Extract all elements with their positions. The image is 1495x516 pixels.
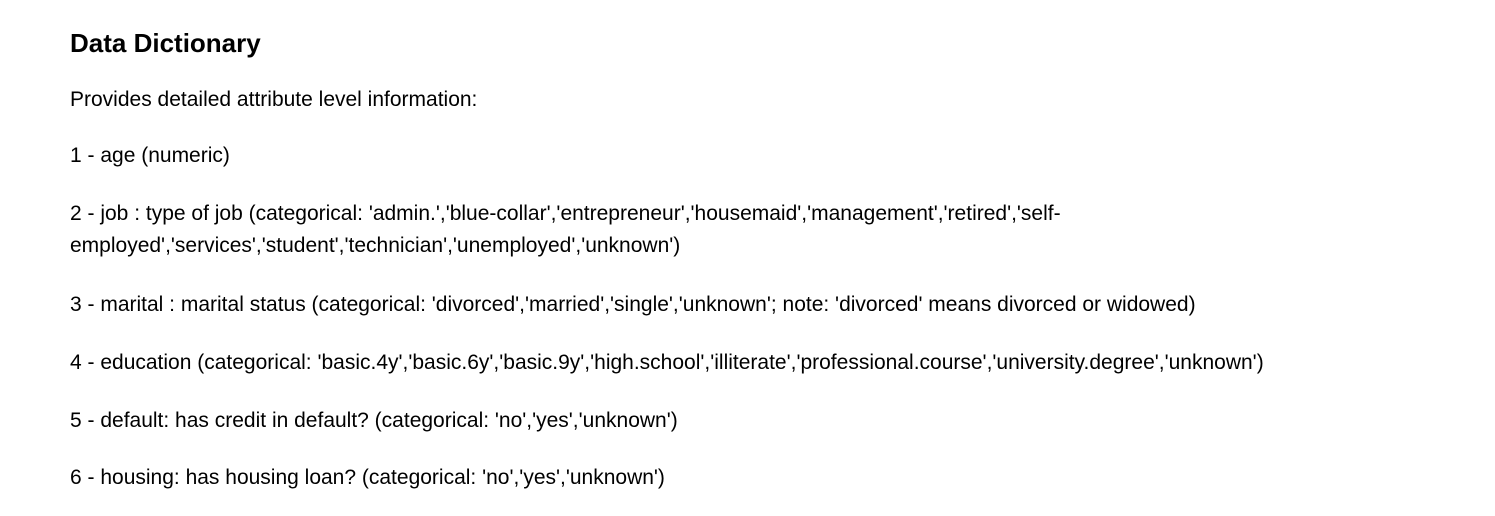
- attribute-default: 5 - default: has credit in default? (cat…: [70, 409, 678, 432]
- attribute-age: 1 - age (numeric): [70, 144, 230, 167]
- page-title: Data Dictionary: [70, 28, 261, 58]
- attribute-marital: 3 - marital : marital status (categorica…: [70, 293, 1196, 316]
- attribute-job: 2 - job : type of job (categorical: 'adm…: [70, 202, 1061, 257]
- intro-text: Provides detailed attribute level inform…: [70, 88, 478, 111]
- attribute-housing: 6 - housing: has housing loan? (categori…: [70, 466, 665, 489]
- attribute-education: 4 - education (categorical: 'basic.4y','…: [70, 351, 1264, 374]
